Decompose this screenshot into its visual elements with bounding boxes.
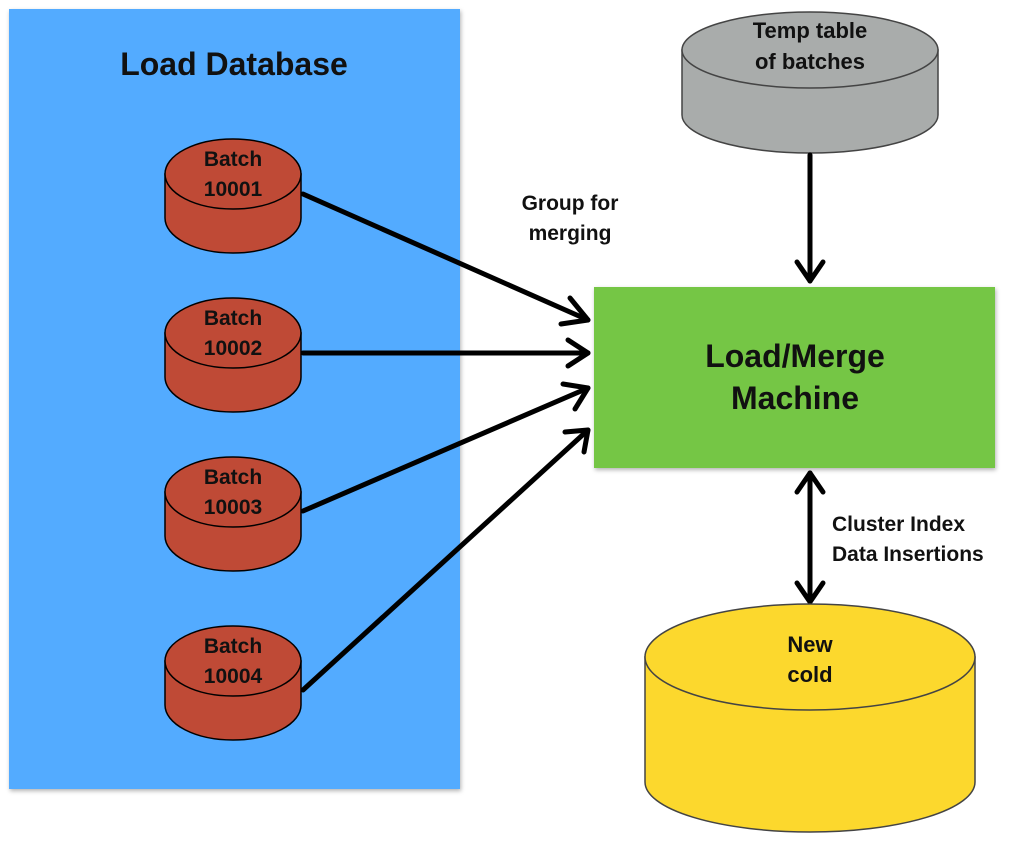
temp-table-cylinder[interactable]: Temp table of batches <box>681 11 939 154</box>
edge-machine-cold-bidirectional <box>794 470 826 605</box>
batch-label-line1: Batch <box>204 635 262 658</box>
load-merge-machine-box[interactable] <box>594 287 995 468</box>
temp-table-label-line1: Temp table <box>753 18 868 43</box>
batch-label-line2: 10002 <box>204 337 262 360</box>
temp-table-label-line2: of batches <box>755 49 865 74</box>
arrowhead-batch-10003 <box>560 381 591 412</box>
cold-label-line1: New <box>787 632 833 657</box>
batch-cylinder[interactable]: Batch 10001 <box>164 138 302 254</box>
edge-batch-10004 <box>300 427 591 693</box>
batch-cylinder[interactable]: Batch 10004 <box>164 625 302 741</box>
cluster-index-label-line2: Data Insertions <box>832 543 984 566</box>
machine-label-line2: Machine <box>731 380 859 416</box>
edge-batch-10001 <box>300 191 591 323</box>
arrowhead-batch-10004 <box>562 427 591 455</box>
edge-batch-10003 <box>300 385 591 514</box>
arrowhead-up <box>794 470 826 495</box>
cluster-index-label-line1: Cluster Index <box>832 513 965 536</box>
machine-label-line1: Load/Merge <box>705 338 885 374</box>
group-for-merging-label-line1: Group for <box>522 192 619 215</box>
batch-edges <box>300 191 591 693</box>
new-cold-cylinder[interactable]: New cold <box>644 603 976 833</box>
arrowhead-down <box>794 580 826 605</box>
batch-label-line2: 10001 <box>204 178 263 201</box>
batch-cylinder[interactable]: Batch 10002 <box>164 297 302 413</box>
cold-label-line2: cold <box>787 662 832 687</box>
batch-cylinder[interactable]: Batch 10003 <box>164 456 302 572</box>
batch-label-line1: Batch <box>204 148 262 171</box>
batch-label-line2: 10003 <box>204 496 262 519</box>
edge-temp-to-machine <box>794 152 826 284</box>
arrowhead-down <box>794 259 826 284</box>
load-database-title: Load Database <box>120 46 348 82</box>
batch-label-line2: 10004 <box>204 665 263 688</box>
group-for-merging-label-line2: merging <box>529 222 612 245</box>
arrowhead-batch-10002 <box>565 337 591 369</box>
batch-label-line1: Batch <box>204 466 262 489</box>
batch-label-line1: Batch <box>204 307 262 330</box>
arrowhead-batch-10001 <box>558 295 591 327</box>
